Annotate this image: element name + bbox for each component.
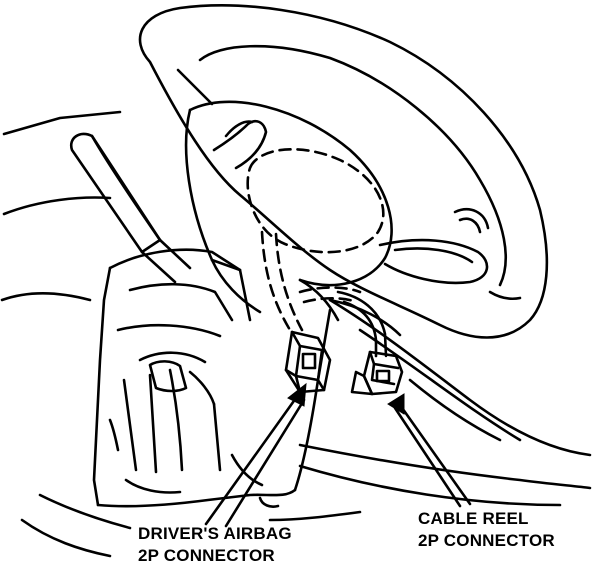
cable-reel-connector-label-line1: CABLE REEL xyxy=(418,509,529,528)
turn-signal-lever xyxy=(71,134,190,282)
cable-reel-connector-leader xyxy=(395,405,470,506)
cable-reel-harness xyxy=(338,292,386,356)
steering-wheel xyxy=(140,5,547,337)
steering-column-housing xyxy=(94,250,330,507)
airbag-connector-label-line2: 2P CONNECTOR xyxy=(138,546,275,565)
airbag-connector-leader xyxy=(206,398,304,526)
airbag-module-hidden xyxy=(248,149,384,330)
cable-reel-connector-label: CABLE REEL 2P CONNECTOR xyxy=(418,508,555,552)
cable-reel-connector-label-line2: 2P CONNECTOR xyxy=(418,531,555,550)
airbag-connector-label: DRIVER'S AIRBAG 2P CONNECTOR xyxy=(138,523,292,567)
airbag-connector xyxy=(286,332,330,392)
airbag-arrowhead xyxy=(288,384,306,406)
airbag-connector-label-line1: DRIVER'S AIRBAG xyxy=(138,524,292,543)
cable-reel-connector xyxy=(352,352,402,394)
cable-reel-arrowhead xyxy=(388,394,404,414)
